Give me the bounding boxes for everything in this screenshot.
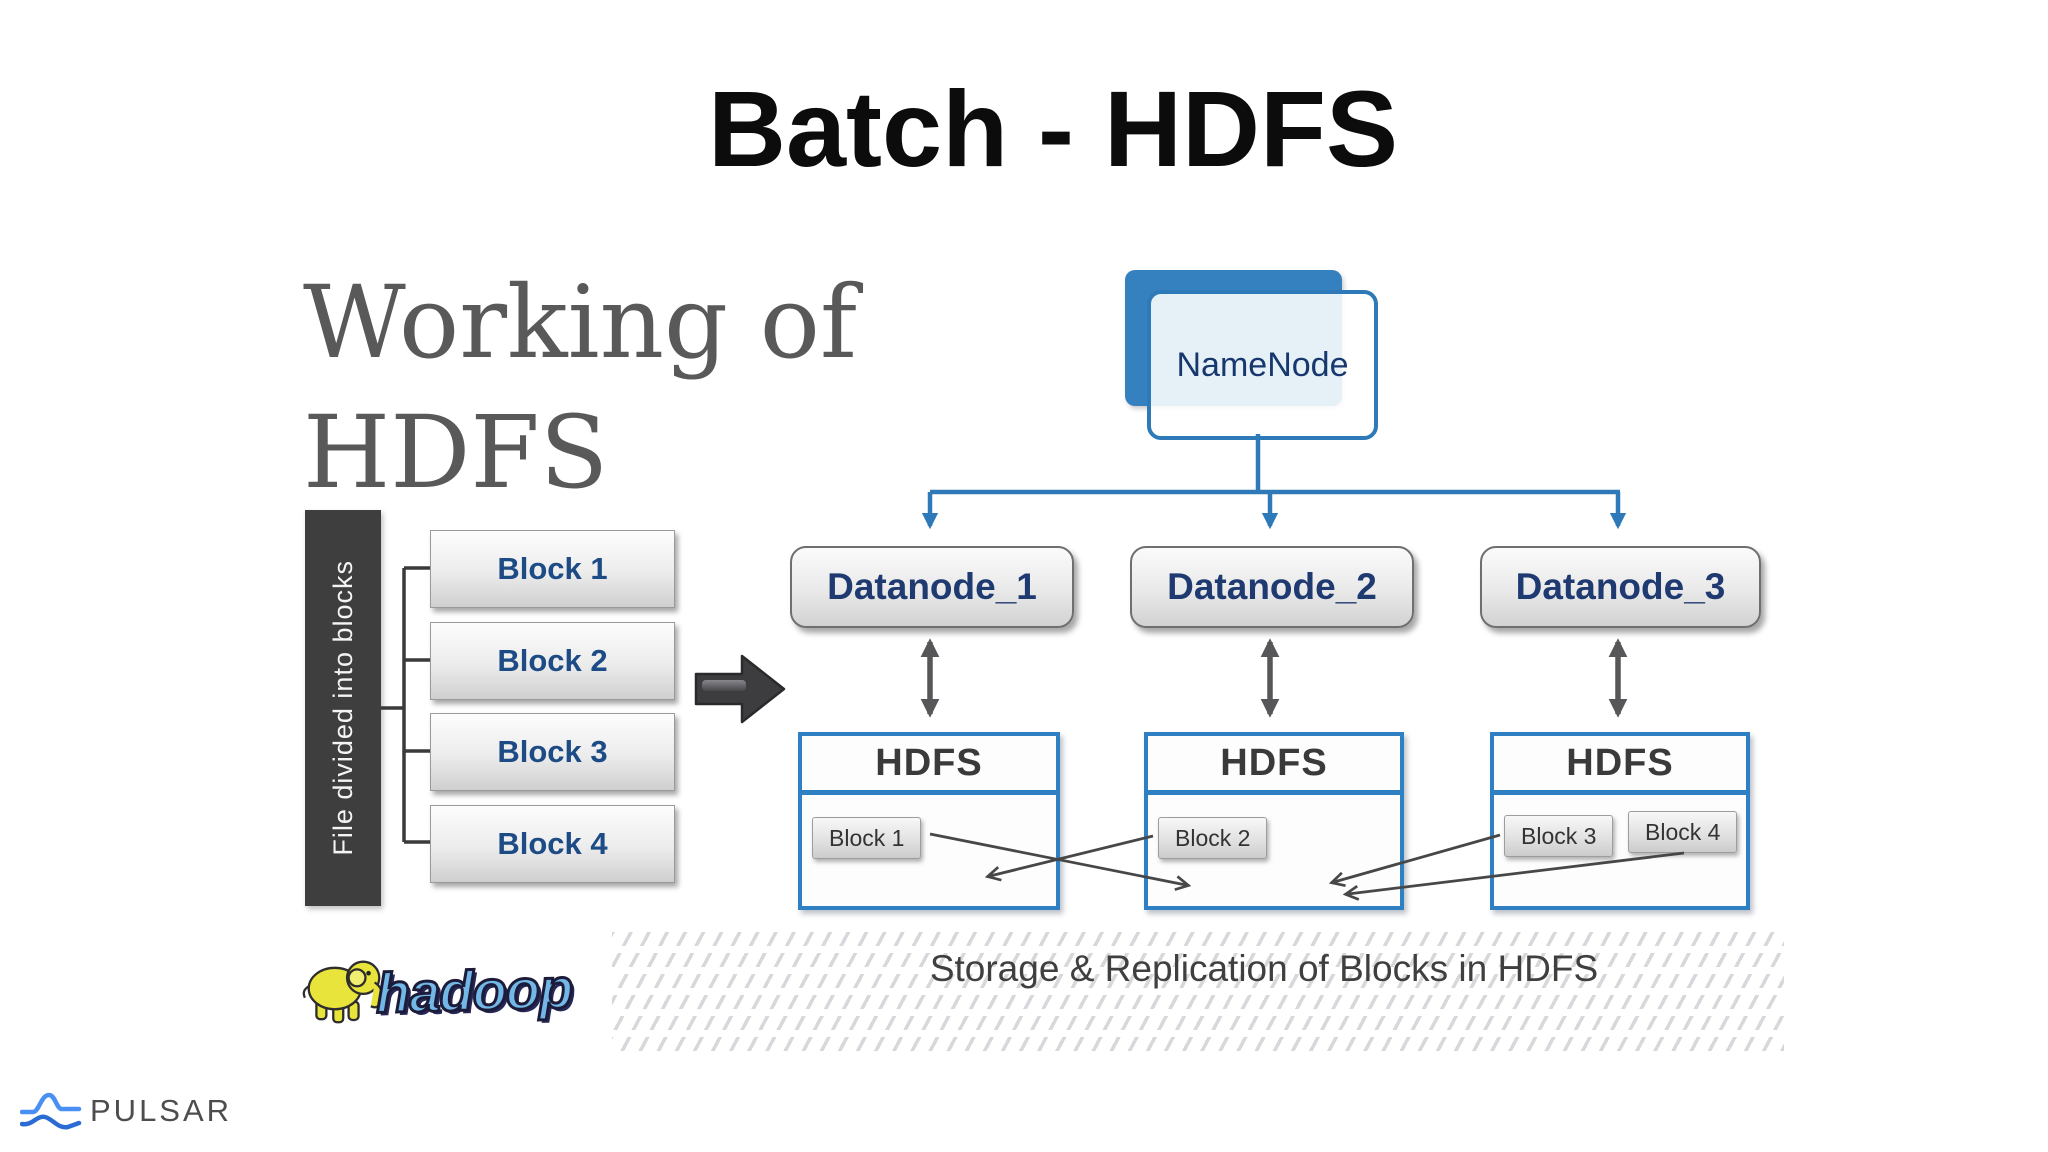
heading-line-2: HDFS <box>303 394 609 511</box>
pulse-wave-icon <box>20 1092 82 1130</box>
file-divided-bar-label: File divided into blocks <box>327 560 358 856</box>
hdfs-node-3-title: HDFS <box>1494 736 1746 795</box>
hdfs-node-3: HDFS Block 3 Block 4 <box>1490 732 1750 910</box>
hadoop-logo: hadoop <box>298 944 575 1030</box>
flow-arrow-icon <box>694 654 786 724</box>
hdfs2-block-chip: Block 2 <box>1158 817 1268 859</box>
hdfs-node-2: HDFS Block 2 <box>1144 732 1404 910</box>
namenode-box: NameNode <box>1147 290 1378 440</box>
heading-line-1: Working of <box>303 264 858 381</box>
hdfs-node-3-body: Block 3 Block 4 <box>1494 795 1746 910</box>
left-block-4: Block 4 <box>430 805 675 883</box>
namenode-to-datanodes-connector <box>921 434 1627 530</box>
slide-title: Batch - HDFS <box>707 68 1399 189</box>
left-block-1: Block 1 <box>430 530 675 608</box>
hdfs3-block-chip-2: Block 4 <box>1628 811 1738 853</box>
elephant-icon <box>302 960 384 1024</box>
hdfs-node-2-title: HDFS <box>1148 736 1400 795</box>
hdfs1-block-chip: Block 1 <box>812 817 922 859</box>
datanode-3-box: Datanode_3 <box>1480 546 1761 628</box>
hdfs-node-1: HDFS Block 1 <box>798 732 1060 910</box>
file-divided-bar: File divided into blocks <box>305 510 381 906</box>
hdfs3-block-chip-1: Block 3 <box>1504 815 1614 857</box>
hdfs-node-1-body: Block 1 <box>802 795 1056 910</box>
hadoop-wordmark: hadoop <box>374 955 575 1026</box>
file-to-blocks-connector <box>381 566 430 844</box>
hatch-texture <box>612 930 1784 1058</box>
datanode-2-box: Datanode_2 <box>1130 546 1414 628</box>
hdfs-node-2-body: Block 2 <box>1148 795 1400 910</box>
hdfs-node-1-title: HDFS <box>802 736 1056 795</box>
datanode-hdfs-arrows <box>920 638 1628 718</box>
storage-replication-caption: Storage & Replication of Blocks in HDFS <box>929 948 1599 989</box>
left-block-3: Block 3 <box>430 713 675 791</box>
pulsar-wordmark: PULSAR <box>90 1093 233 1128</box>
namenode-label: NameNode <box>1176 345 1349 384</box>
datanode-1-box: Datanode_1 <box>790 546 1074 628</box>
pulsar-logo: PULSAR <box>20 1088 232 1134</box>
left-block-2: Block 2 <box>430 622 675 700</box>
working-of-hdfs-heading: Working of HDFS <box>303 258 857 518</box>
